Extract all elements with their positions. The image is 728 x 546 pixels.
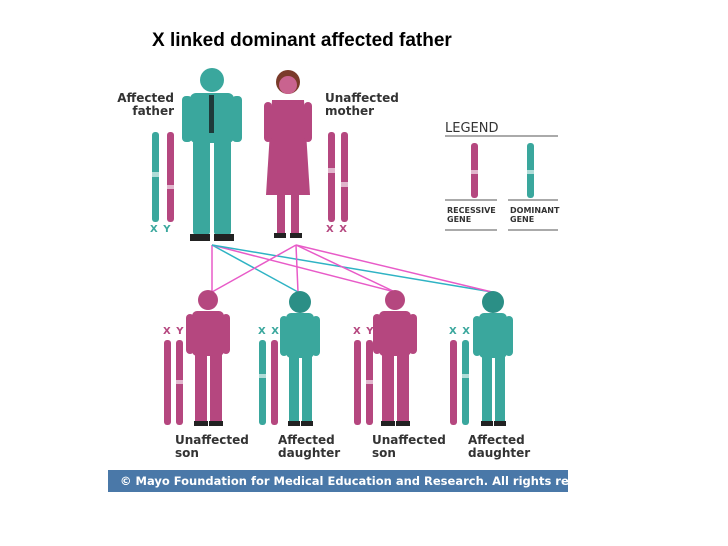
line-mother-daughter1: [295, 244, 299, 293]
label-son2: Unaffected son: [372, 433, 446, 460]
father-xy: X Y: [150, 224, 172, 235]
label-daughter1: Affected daughter: [278, 433, 341, 460]
label-son1: Unaffected son: [175, 433, 249, 460]
line-mother-son2: [295, 244, 396, 293]
mother-figure: [264, 70, 312, 238]
father-figure: [182, 68, 242, 241]
daughter1-chromosomes: [259, 340, 278, 425]
son1-chromosomes: [164, 340, 183, 425]
mother-chromosomes: [328, 132, 348, 222]
daughter2-chromosomes: [450, 340, 469, 425]
legend-recessive: RECESSIVE GENE: [447, 206, 496, 224]
daughter1-figure: [280, 291, 320, 426]
legend: [445, 135, 558, 231]
legend-title: LEGEND: [445, 121, 499, 136]
copyright-banner: © Mayo Foundation for Medical Education …: [108, 470, 617, 492]
son1-figure: [186, 290, 230, 426]
legend-dominant: DOMINANT GENE: [510, 206, 560, 224]
label-father: Affected father: [117, 91, 174, 118]
label-mother: Unaffected mother: [325, 91, 399, 118]
line-father-son2: [211, 244, 396, 293]
mother-xx: X X: [326, 224, 348, 235]
page-title: X linked dominant affected father: [152, 30, 452, 51]
daughter2-xx: X X: [449, 326, 471, 337]
son2-figure: [373, 290, 417, 426]
daughter1-xx: X X: [258, 326, 280, 337]
inheritance-lines: [211, 244, 493, 293]
line-father-daughter2: [211, 244, 493, 293]
son2-chromosomes: [354, 340, 373, 425]
daughter2-figure: [473, 291, 513, 426]
father-chromosomes: [152, 132, 174, 222]
line-mother-daughter2: [295, 244, 493, 293]
line-mother-son1: [211, 244, 297, 293]
son2-xy: X Y: [353, 326, 375, 337]
son1-xy: X Y: [163, 326, 185, 337]
label-daughter2: Affected daughter: [468, 433, 531, 460]
